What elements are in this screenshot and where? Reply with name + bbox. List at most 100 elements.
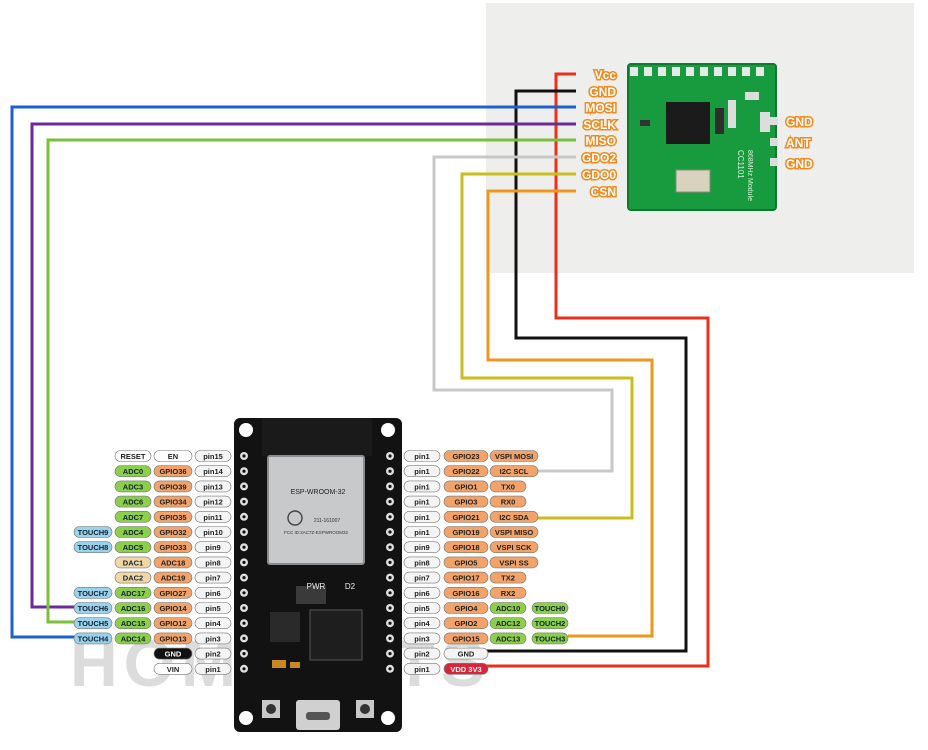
- svg-text:pin1: pin1: [414, 665, 429, 674]
- pin-number-label: pin4: [194, 617, 232, 630]
- svg-text:pin1: pin1: [414, 482, 429, 491]
- esp32-board: ESP-WROOM-32 211-161007 FCC ID:2AC7Z-ESP…: [234, 418, 402, 732]
- wire-vcc: [468, 72, 710, 668]
- svg-text:I2C SDA: I2C SDA: [499, 513, 529, 522]
- svg-text:pin15: pin15: [203, 452, 223, 461]
- svg-text:GPIO1: GPIO1: [455, 482, 478, 491]
- svg-text:GPIO21: GPIO21: [452, 513, 479, 522]
- svg-text:GPIO27: GPIO27: [159, 589, 186, 598]
- svg-text:GPIO16: GPIO16: [452, 589, 479, 598]
- adc-label: ADC6: [114, 495, 152, 508]
- svg-text:pin4: pin4: [414, 619, 430, 628]
- function-label: ADC13: [489, 632, 527, 645]
- pin-number-label: pin7: [194, 571, 232, 584]
- svg-text:pin9: pin9: [205, 543, 220, 552]
- gpio-label: GPIO3: [443, 495, 489, 508]
- svg-text:TOUCH7: TOUCH7: [78, 589, 109, 598]
- pin-number-label: pin1: [403, 526, 441, 538]
- svg-text:TOUCH8: TOUCH8: [78, 543, 109, 552]
- pin-number-label: pin1: [403, 465, 441, 478]
- wire-csn: [486, 189, 654, 638]
- svg-text:GPIO19: GPIO19: [452, 528, 479, 537]
- function-label: ADC10: [489, 602, 527, 614]
- touch-label: TOUCH3: [531, 632, 569, 645]
- gpio-label: GPIO36: [153, 465, 193, 478]
- gpio-label: EN: [153, 450, 193, 462]
- pin-number-label: pin10: [194, 526, 232, 538]
- svg-text:ADC16: ADC16: [121, 604, 146, 613]
- pin-number-label: pin5: [403, 602, 441, 614]
- svg-text:pin3: pin3: [205, 634, 220, 643]
- pin-number-label: pin1: [403, 450, 441, 462]
- svg-text:pin1: pin1: [414, 498, 429, 507]
- svg-text:TOUCH0: TOUCH0: [535, 604, 566, 613]
- svg-text:pin1: pin1: [414, 452, 429, 461]
- svg-text:TOUCH9: TOUCH9: [78, 528, 109, 537]
- pin-number-label: pin11: [194, 510, 232, 523]
- touch-label: TOUCH8: [73, 541, 113, 554]
- adc-label: ADC7: [114, 510, 152, 523]
- svg-text:ADC6: ADC6: [123, 498, 143, 507]
- svg-text:RX2: RX2: [501, 589, 516, 598]
- pin-number-label: pin9: [194, 541, 232, 554]
- svg-text:pin11: pin11: [203, 513, 222, 522]
- gpio-label: GPIO1: [443, 480, 489, 493]
- module-pin-label: GDO2: [582, 151, 616, 165]
- wires: [10, 72, 710, 668]
- svg-text:ADC7: ADC7: [123, 513, 143, 522]
- gpio-label: GPIO13: [153, 632, 193, 645]
- module-pin-label: GDO0: [582, 168, 616, 182]
- svg-text:ADC4: ADC4: [123, 528, 144, 537]
- adc-label: ADC16: [114, 602, 152, 614]
- gpio-label: GPIO34: [153, 495, 193, 508]
- svg-text:TX0: TX0: [501, 482, 515, 491]
- svg-text:pin2: pin2: [205, 650, 220, 659]
- svg-text:pin5: pin5: [414, 604, 429, 613]
- module-pin-label: Vcc: [595, 68, 617, 82]
- touch-label: TOUCH2: [531, 617, 569, 630]
- svg-text:GND: GND: [458, 650, 475, 659]
- adc-label: ADC15: [114, 617, 152, 630]
- function-label: I2C SDA: [489, 510, 539, 523]
- function-label: VSPI MISO: [489, 526, 539, 538]
- adc-label: ADC3: [114, 480, 152, 493]
- svg-text:ADC12: ADC12: [496, 619, 521, 628]
- gpio-label: ADC19: [153, 571, 193, 584]
- gpio-label: GPIO19: [443, 526, 489, 538]
- svg-text:GPIO5: GPIO5: [455, 558, 478, 567]
- svg-text:pin1: pin1: [414, 528, 429, 537]
- function-label: VSPI SCK: [489, 541, 539, 554]
- svg-text:VSPI MOSI: VSPI MOSI: [495, 452, 533, 461]
- gpio-label: GPIO18: [443, 541, 489, 554]
- svg-text:GPIO14: GPIO14: [159, 604, 187, 613]
- gpio-label: GND: [443, 647, 489, 660]
- pin-number-label: pin14: [194, 465, 232, 478]
- pin-number-label: pin9: [403, 541, 441, 554]
- svg-text:GPIO15: GPIO15: [452, 634, 479, 643]
- svg-text:GPIO13: GPIO13: [159, 634, 186, 643]
- svg-text:ADC13: ADC13: [496, 634, 521, 643]
- module-pin-label: SCLK: [583, 118, 616, 132]
- svg-text:pin2: pin2: [414, 650, 429, 659]
- svg-text:GPIO17: GPIO17: [452, 574, 479, 583]
- svg-text:pin12: pin12: [203, 498, 223, 507]
- svg-text:VDD 3V3: VDD 3V3: [450, 665, 481, 674]
- svg-text:TOUCH2: TOUCH2: [535, 619, 566, 628]
- gpio-label: GPIO5: [443, 556, 489, 569]
- chip-code-1: 211-161007: [314, 518, 341, 524]
- svg-text:ADC14: ADC14: [121, 634, 146, 643]
- function-label: ADC12: [489, 617, 527, 630]
- adc-label: ADC17: [114, 586, 152, 599]
- pin-number-label: pin1: [194, 662, 232, 675]
- pin-number-label: pin13: [194, 480, 232, 493]
- gpio-label: GPIO35: [153, 510, 193, 523]
- gpio-label: GPIO12: [153, 617, 193, 630]
- pin-number-label: pin8: [403, 556, 441, 569]
- wire-gdo0: [460, 172, 634, 520]
- module-right-pin-label: GND: [786, 157, 813, 171]
- svg-text:TOUCH5: TOUCH5: [78, 619, 109, 628]
- esp-wroom-chip: [267, 455, 365, 565]
